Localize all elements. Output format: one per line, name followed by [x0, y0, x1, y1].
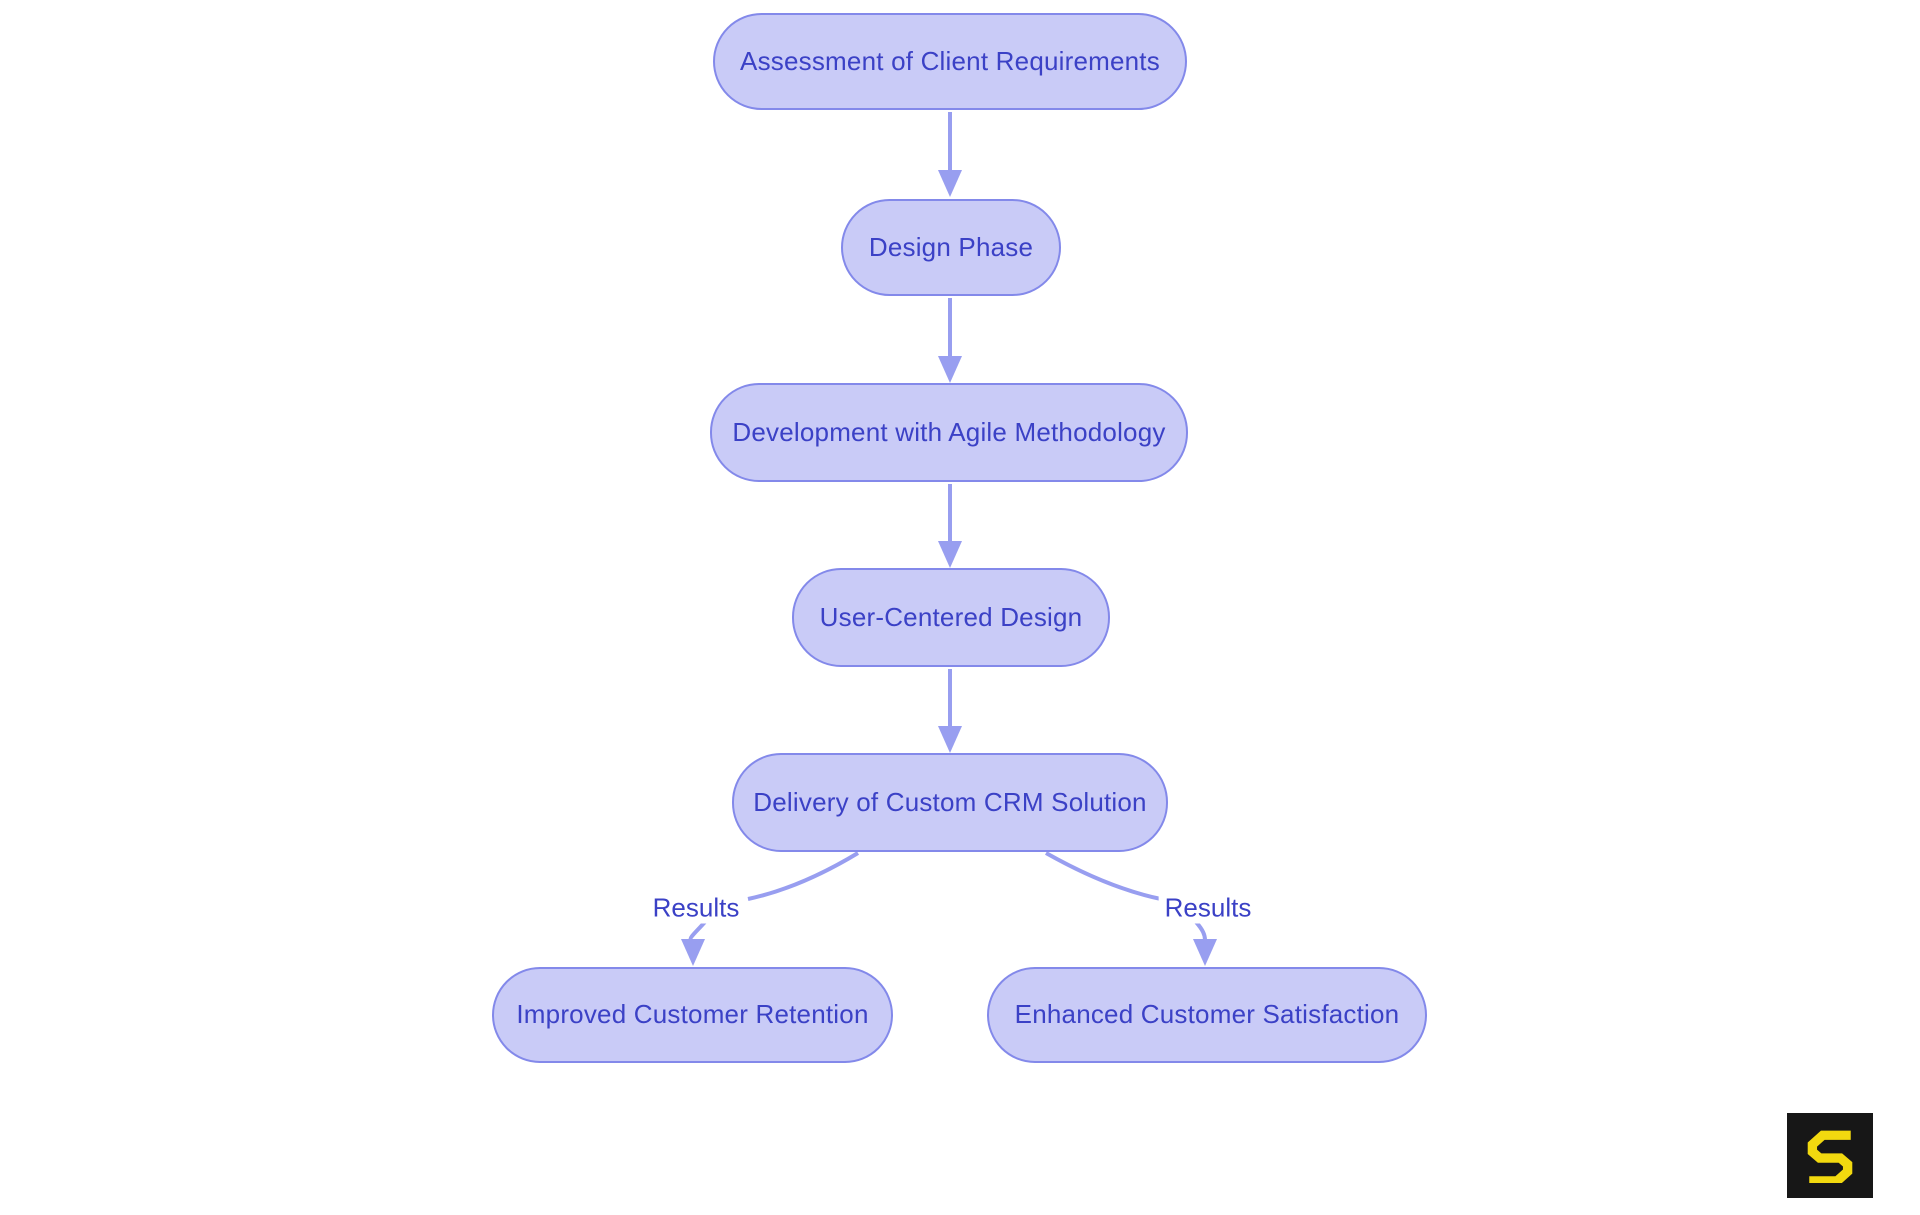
node-user-centered-design: User-Centered Design — [792, 568, 1110, 667]
node-retention: Improved Customer Retention — [492, 967, 893, 1063]
arrowhead-delivery — [938, 726, 962, 753]
edge-delivery-retention-lower — [688, 920, 707, 942]
node-satisfaction-label: Enhanced Customer Satisfaction — [1014, 999, 1400, 1030]
brand-logo — [1787, 1113, 1873, 1198]
edge-label-results-left: Results — [646, 892, 746, 924]
edge-delivery-satisfaction-lower — [1194, 920, 1207, 941]
arrowhead-design — [938, 170, 962, 197]
node-delivery: Delivery of Custom CRM Solution — [732, 753, 1168, 852]
arrowhead-ucd — [938, 541, 962, 568]
node-assessment: Assessment of Client Requirements — [713, 13, 1187, 110]
edge-delivery-retention-upper — [747, 851, 860, 901]
node-design-label: Design Phase — [868, 231, 1034, 262]
node-development-label: Development with Agile Methodology — [732, 416, 1166, 447]
edge-label-results-right: Results — [1158, 892, 1258, 924]
node-development: Development with Agile Methodology — [710, 383, 1188, 482]
arrowhead-development — [938, 356, 962, 383]
node-design: Design Phase — [841, 199, 1061, 296]
arrowhead-retention — [681, 939, 705, 966]
node-retention-label: Improved Customer Retention — [516, 999, 869, 1030]
node-satisfaction: Enhanced Customer Satisfaction — [987, 967, 1427, 1063]
arrowhead-satisfaction — [1193, 939, 1217, 966]
node-delivery-label: Delivery of Custom CRM Solution — [753, 786, 1147, 817]
logo-s-icon — [1807, 1130, 1853, 1183]
node-user-centered-design-label: User-Centered Design — [819, 601, 1083, 632]
node-assessment-label: Assessment of Client Requirements — [740, 45, 1160, 76]
edge-delivery-satisfaction-upper — [1045, 851, 1162, 901]
